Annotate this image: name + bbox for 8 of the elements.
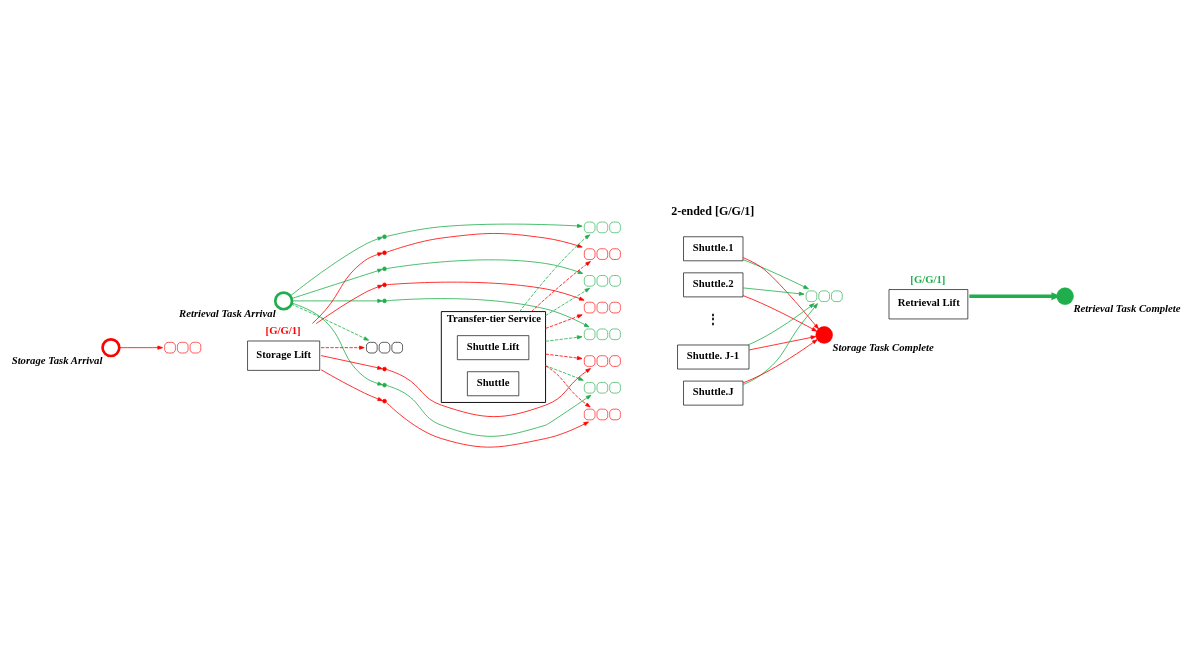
node-label: Storage Task Complete [832,341,934,354]
node-label: Retrieval Task Complete [1073,302,1181,315]
label: 2-ended [G/G/1] [671,203,755,218]
node-label: [G/G/1] [265,324,301,337]
label: ⋮ [707,312,720,327]
node-label: Retrieval Task Arrival [179,307,276,320]
node-label: [G/G/1] [910,272,946,285]
node-label: Storage Task Arrival [11,353,103,366]
